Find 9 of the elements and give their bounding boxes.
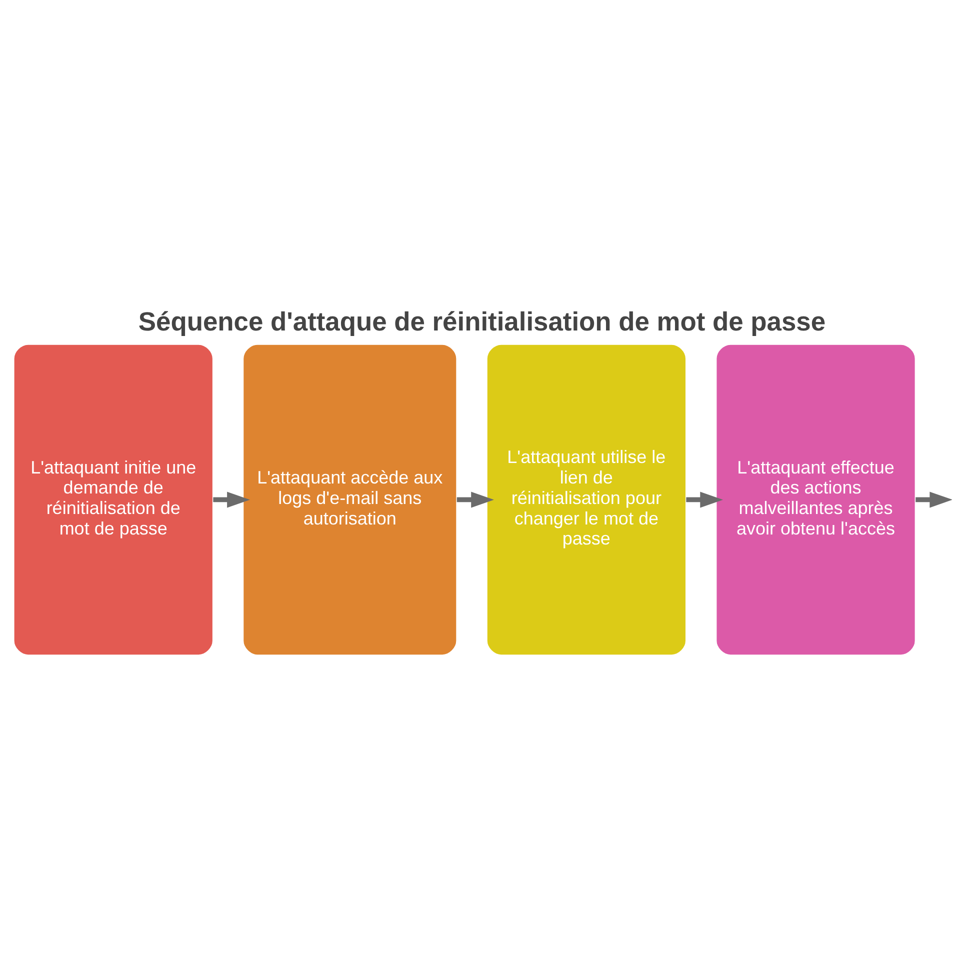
node-box: L'attaquant utilise le lien de réinitialisation pour changer le mot de passe [486, 343, 687, 656]
node-box: L'attaquant initie une demande de réinitialisation de mot de passe [13, 343, 214, 656]
node-box: L'attaquant effectue des actions malveillantes après avoir obtenu l'accès [716, 343, 916, 656]
arrow [456, 491, 494, 508]
arrow [916, 491, 952, 508]
diagram-title: Séquence d'attaque de réinitialisation de mot de passe [138, 306, 826, 336]
node-box: L'attaquant accède aux logs d'e-mail sans autorisation [242, 343, 458, 656]
arrow [213, 491, 250, 508]
arrow [686, 491, 724, 508]
